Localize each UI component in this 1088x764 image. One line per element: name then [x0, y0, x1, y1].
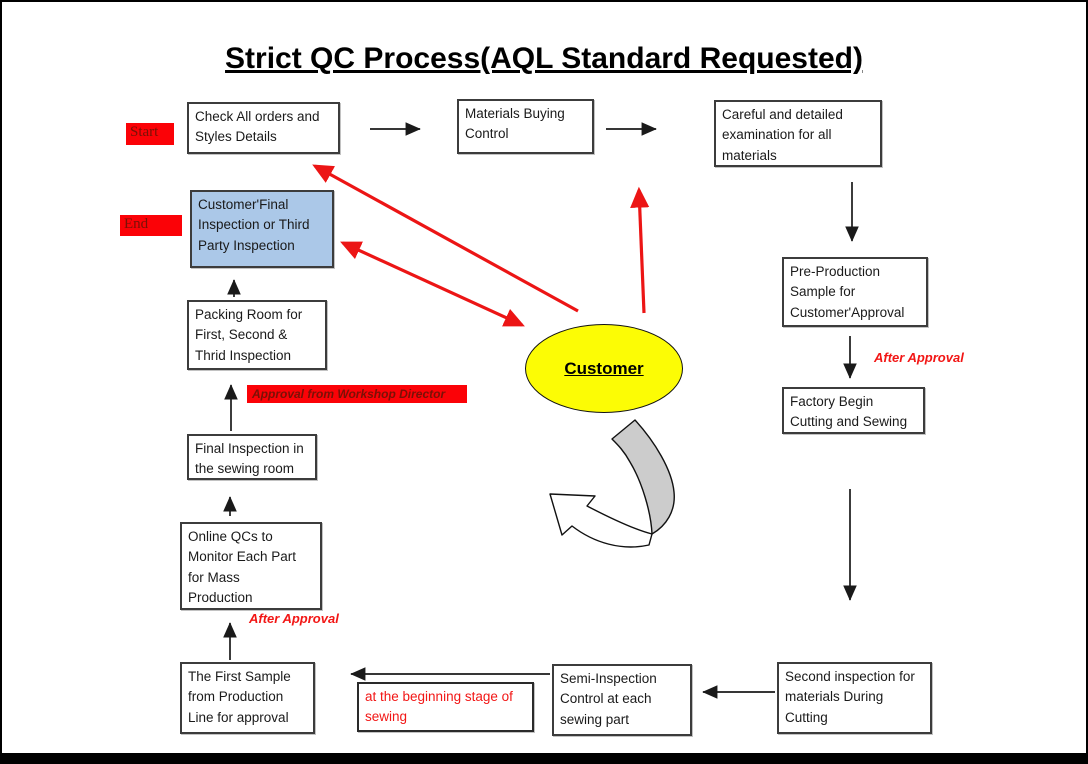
- end-label: End: [120, 215, 182, 236]
- approval-workshop-director-label: Approval from Workshop Director: [247, 385, 467, 403]
- start-label: Start: [126, 123, 174, 145]
- after-approval-right-label: After Approval: [874, 350, 964, 365]
- node-customer-ellipse: Customer: [525, 324, 683, 413]
- node-packing-room: Packing Room for First, Second & Thrid I…: [187, 300, 327, 370]
- node-first-sample: The First Sample from Production Line fo…: [180, 662, 315, 734]
- node-online-qcs: Online QCs to Monitor Each Part for Mass…: [180, 522, 322, 610]
- node-factory-begin: Factory Begin Cutting and Sewing: [782, 387, 925, 434]
- node-beginning-stage-note: at the beginning stage of sewing: [357, 682, 534, 732]
- node-pre-production: Pre-Production Sample for Customer'Appro…: [782, 257, 928, 327]
- curved-arrow-icon: [549, 419, 675, 548]
- node-materials-buying: Materials Buying Control: [457, 99, 594, 154]
- red-arrow: [312, 164, 650, 327]
- node-customer-final-inspection: Customer'Final Inspection or Third Party…: [190, 190, 334, 268]
- after-approval-left-label: After Approval: [249, 611, 339, 626]
- node-careful-exam: Careful and detailed examination for all…: [714, 100, 882, 167]
- node-check-orders: Check All orders and Styles Details: [187, 102, 340, 154]
- node-final-inspection: Final Inspection in the sewing room: [187, 434, 317, 480]
- page-title: Strict QC Process(AQL Standard Requested…: [225, 42, 863, 75]
- node-second-inspection: Second inspection for materials During C…: [777, 662, 932, 734]
- customer-label: Customer: [564, 358, 644, 378]
- node-semi-inspection: Semi-Inspection Control at each sewing p…: [552, 664, 692, 736]
- bottom-border-bar: [2, 753, 1086, 762]
